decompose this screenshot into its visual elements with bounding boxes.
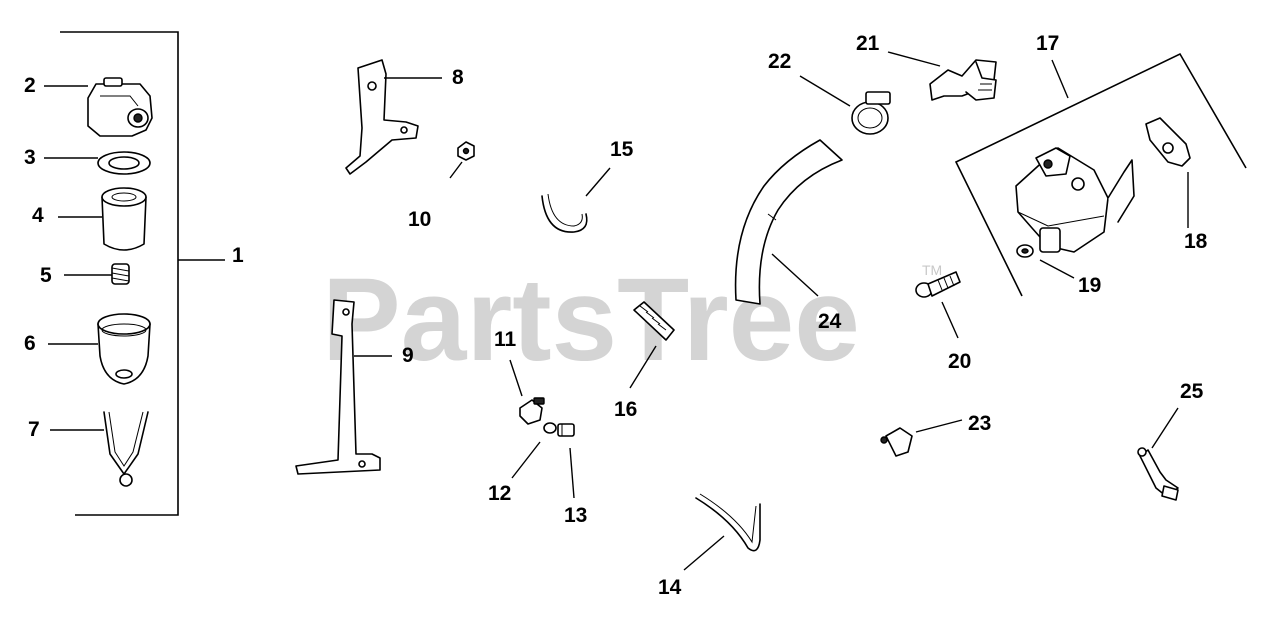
leader-19 bbox=[1039, 259, 1075, 279]
leader-16 bbox=[629, 345, 657, 389]
leader-25 bbox=[1151, 407, 1179, 449]
callout-8: 8 bbox=[452, 66, 464, 89]
callout-16: 16 bbox=[614, 398, 637, 421]
part-20-screw[interactable] bbox=[915, 271, 961, 298]
callout-21: 21 bbox=[856, 32, 880, 55]
callout-25: 25 bbox=[1180, 380, 1204, 403]
leader-21 bbox=[887, 51, 941, 67]
callout-17: 17 bbox=[1036, 32, 1059, 55]
part-17-fuel-pump[interactable] bbox=[1015, 147, 1135, 253]
callout-2: 2 bbox=[24, 74, 36, 97]
part-10-nut[interactable] bbox=[457, 141, 475, 161]
callout-12: 12 bbox=[488, 482, 511, 505]
callout-11: 11 bbox=[494, 328, 517, 351]
callout-3: 3 bbox=[24, 146, 36, 169]
leader-12 bbox=[511, 441, 541, 479]
part-14-fuel-line[interactable] bbox=[695, 493, 761, 552]
part-2-filter-head[interactable] bbox=[87, 77, 153, 137]
callout-5: 5 bbox=[40, 264, 52, 287]
leader-17 bbox=[1051, 59, 1069, 99]
leader-13 bbox=[569, 447, 575, 499]
callout-24: 24 bbox=[818, 310, 842, 333]
callout-6: 6 bbox=[24, 332, 36, 355]
part-6-sediment-bowl[interactable] bbox=[97, 313, 151, 385]
part-19-washer[interactable] bbox=[1016, 244, 1034, 258]
callout-23: 23 bbox=[968, 412, 991, 435]
part-4-filter-element[interactable] bbox=[101, 187, 147, 251]
leader-11 bbox=[509, 359, 523, 397]
callout-22: 22 bbox=[768, 50, 791, 73]
part-21-elbow-fitting[interactable] bbox=[929, 59, 997, 101]
leader-10 bbox=[449, 161, 463, 179]
callout-20: 20 bbox=[948, 350, 971, 373]
leader-22 bbox=[799, 75, 851, 107]
part-23-clip[interactable] bbox=[880, 427, 913, 457]
part-9-support-bracket[interactable] bbox=[295, 299, 381, 475]
callout-18: 18 bbox=[1184, 230, 1208, 253]
part-7-bail[interactable] bbox=[103, 411, 149, 487]
part-25-fuel-line-fitting[interactable] bbox=[1137, 447, 1179, 501]
part-15-u-clip[interactable] bbox=[541, 193, 588, 233]
part-13-compression-nut[interactable] bbox=[557, 423, 575, 437]
callout-15: 15 bbox=[610, 138, 634, 161]
part-24-fuel-hose[interactable] bbox=[734, 139, 843, 305]
part-11-fitting[interactable] bbox=[519, 397, 545, 425]
part-16-threaded-nipple[interactable] bbox=[633, 301, 675, 341]
callout-19: 19 bbox=[1078, 274, 1101, 297]
callout-1: 1 bbox=[232, 244, 244, 267]
callout-4: 4 bbox=[32, 204, 44, 227]
callout-7: 7 bbox=[28, 418, 40, 441]
leader-15 bbox=[585, 167, 611, 197]
watermark-text: PartsTree bbox=[322, 254, 860, 386]
callout-10: 10 bbox=[408, 208, 431, 231]
callout-13: 13 bbox=[564, 504, 587, 527]
part-3-gasket[interactable] bbox=[97, 151, 151, 175]
group-1-bracket bbox=[60, 31, 179, 516]
part-22-hose-clamp[interactable] bbox=[851, 91, 891, 135]
callout-14: 14 bbox=[658, 576, 682, 599]
callout-9: 9 bbox=[402, 344, 414, 367]
group-17-frame bbox=[954, 52, 1247, 297]
leader-23 bbox=[915, 419, 963, 433]
watermark-trademark: TM bbox=[922, 262, 942, 278]
part-12-ferrule[interactable] bbox=[543, 422, 557, 434]
leader-24 bbox=[771, 253, 819, 297]
part-18-pump-gasket[interactable] bbox=[1145, 117, 1191, 167]
leader-14 bbox=[683, 535, 725, 571]
leader-20 bbox=[941, 301, 959, 339]
part-5-spring[interactable] bbox=[111, 263, 130, 285]
part-8-bracket[interactable] bbox=[345, 59, 419, 175]
